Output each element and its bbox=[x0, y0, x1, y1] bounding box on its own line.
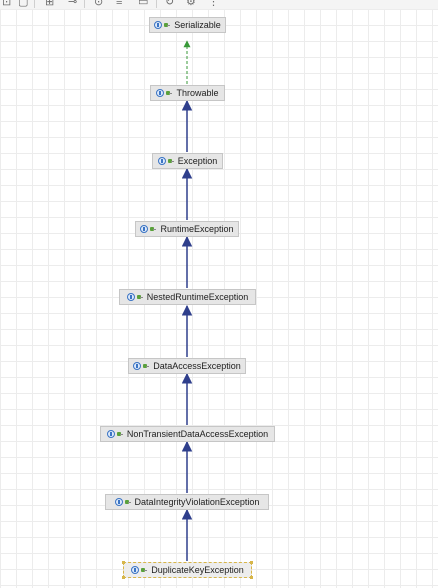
zoom-icon[interactable]: ⊸ bbox=[68, 0, 78, 8]
public-modifier-icon bbox=[167, 158, 174, 164]
class-icon bbox=[156, 89, 165, 97]
node-runtime-exception[interactable]: RuntimeException bbox=[135, 221, 239, 237]
class-icon bbox=[140, 225, 149, 233]
node-duplicate-key-exception[interactable]: DuplicateKeyException bbox=[122, 561, 253, 578]
node-label: Exception bbox=[177, 156, 218, 166]
node-nested-runtime-exception[interactable]: NestedRuntimeException bbox=[119, 289, 256, 305]
node-label: DuplicateKeyException bbox=[151, 565, 244, 575]
node-label: NonTransientDataAccessException bbox=[126, 429, 269, 439]
node-non-transient-data-access-exception[interactable]: NonTransientDataAccessException bbox=[100, 426, 275, 442]
diagram-canvas[interactable]: Serializable Throwable Exception Runtime… bbox=[0, 9, 438, 588]
public-modifier-icon bbox=[143, 363, 150, 369]
node-label: RuntimeException bbox=[160, 224, 234, 234]
node-throwable[interactable]: Throwable bbox=[150, 85, 225, 101]
public-modifier-icon bbox=[136, 294, 143, 300]
node-label: DataIntegrityViolationException bbox=[134, 497, 260, 507]
class-icon bbox=[114, 498, 123, 506]
node-label: NestedRuntimeException bbox=[146, 292, 249, 302]
node-data-integrity-violation-exception[interactable]: DataIntegrityViolationException bbox=[105, 494, 269, 510]
export-icon[interactable]: ⊙ bbox=[94, 0, 104, 8]
layout-icon[interactable]: ⊡ bbox=[2, 0, 12, 8]
edge-layer bbox=[181, 40, 193, 561]
node-label: DataAccessException bbox=[153, 361, 241, 371]
toolbar-divider bbox=[156, 0, 157, 8]
refresh-icon[interactable]: ↻ bbox=[165, 0, 175, 8]
grid-icon[interactable]: ⊞ bbox=[45, 0, 55, 8]
node-data-access-exception[interactable]: DataAccessException bbox=[128, 358, 246, 374]
filter-icon[interactable]: ≡ bbox=[116, 0, 123, 8]
public-modifier-icon bbox=[150, 226, 157, 232]
class-icon bbox=[157, 157, 166, 165]
toolbar-divider bbox=[34, 0, 35, 8]
public-modifier-icon bbox=[166, 90, 173, 96]
public-modifier-icon bbox=[141, 567, 148, 573]
class-icon bbox=[131, 566, 140, 574]
node-serializable[interactable]: Serializable bbox=[149, 17, 226, 33]
interface-icon bbox=[154, 21, 163, 29]
node-label: Throwable bbox=[176, 88, 219, 98]
copy-icon[interactable]: ▭ bbox=[138, 0, 149, 8]
class-icon bbox=[106, 430, 115, 438]
more-icon[interactable]: ⋮ bbox=[208, 0, 219, 8]
public-modifier-icon bbox=[124, 499, 131, 505]
diagram-toolbar: ⊡ ▢ ⊞ ⊸ ⊙ ≡ ▭ ↻ ⚙ ⋮ bbox=[0, 0, 438, 9]
public-modifier-icon bbox=[116, 431, 123, 437]
node-label: Serializable bbox=[174, 20, 221, 30]
class-icon bbox=[133, 362, 142, 370]
class-icon bbox=[126, 293, 135, 301]
public-modifier-icon bbox=[164, 22, 171, 28]
node-exception[interactable]: Exception bbox=[152, 153, 223, 169]
settings-icon[interactable]: ⚙ bbox=[186, 0, 196, 8]
route-icon[interactable]: ▢ bbox=[18, 0, 29, 8]
toolbar-divider bbox=[84, 0, 85, 8]
